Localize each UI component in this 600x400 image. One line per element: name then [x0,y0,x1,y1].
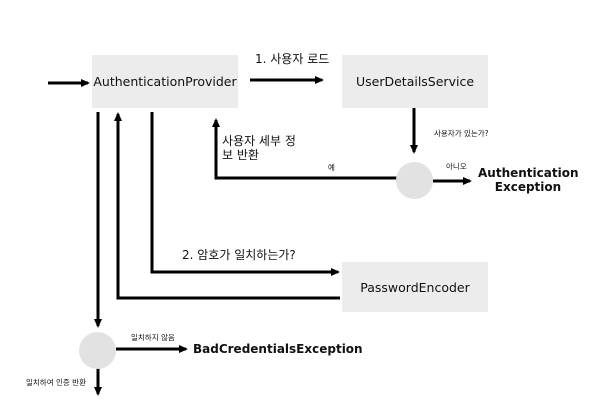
not-match-label: 일치하지 않음 [131,333,175,342]
authentication-provider-box: AuthenticationProvider [92,55,238,108]
user-exists-question-label: 사용자가 있는가? [434,129,489,138]
return-details-arrow [212,118,397,180]
password-match-question-label: 2. 암호가 일치하는가? [182,248,296,262]
password-encoder-box: PasswordEncoder [342,262,488,312]
authentication-exception-line-1: Authentication [478,166,579,180]
return-details-line-1: 사용자 세부 정 [222,134,296,148]
user-exists-decision [396,162,433,199]
return-user-details-label: 사용자 세부 정 보 반환 [222,134,296,162]
bad-credentials-exception-label: BadCredentialsException [193,342,363,356]
no-label: 아니오 [446,162,467,171]
load-user-label: 1. 사용자 로드 [255,52,330,66]
yes-label: 예 [328,163,335,172]
authentication-exception-line-2: Exception [494,180,562,194]
return-details-line-2: 보 반환 [222,148,259,162]
encoder-return-arrow [114,112,340,300]
match-return-auth-label: 일치하여 인증 반환 [26,378,86,387]
user-details-service-box: UserDetailsService [342,55,488,108]
authentication-exception-label: Authentication Exception [478,166,579,194]
password-match-decision [79,332,116,369]
password-check-arrow [150,112,340,276]
